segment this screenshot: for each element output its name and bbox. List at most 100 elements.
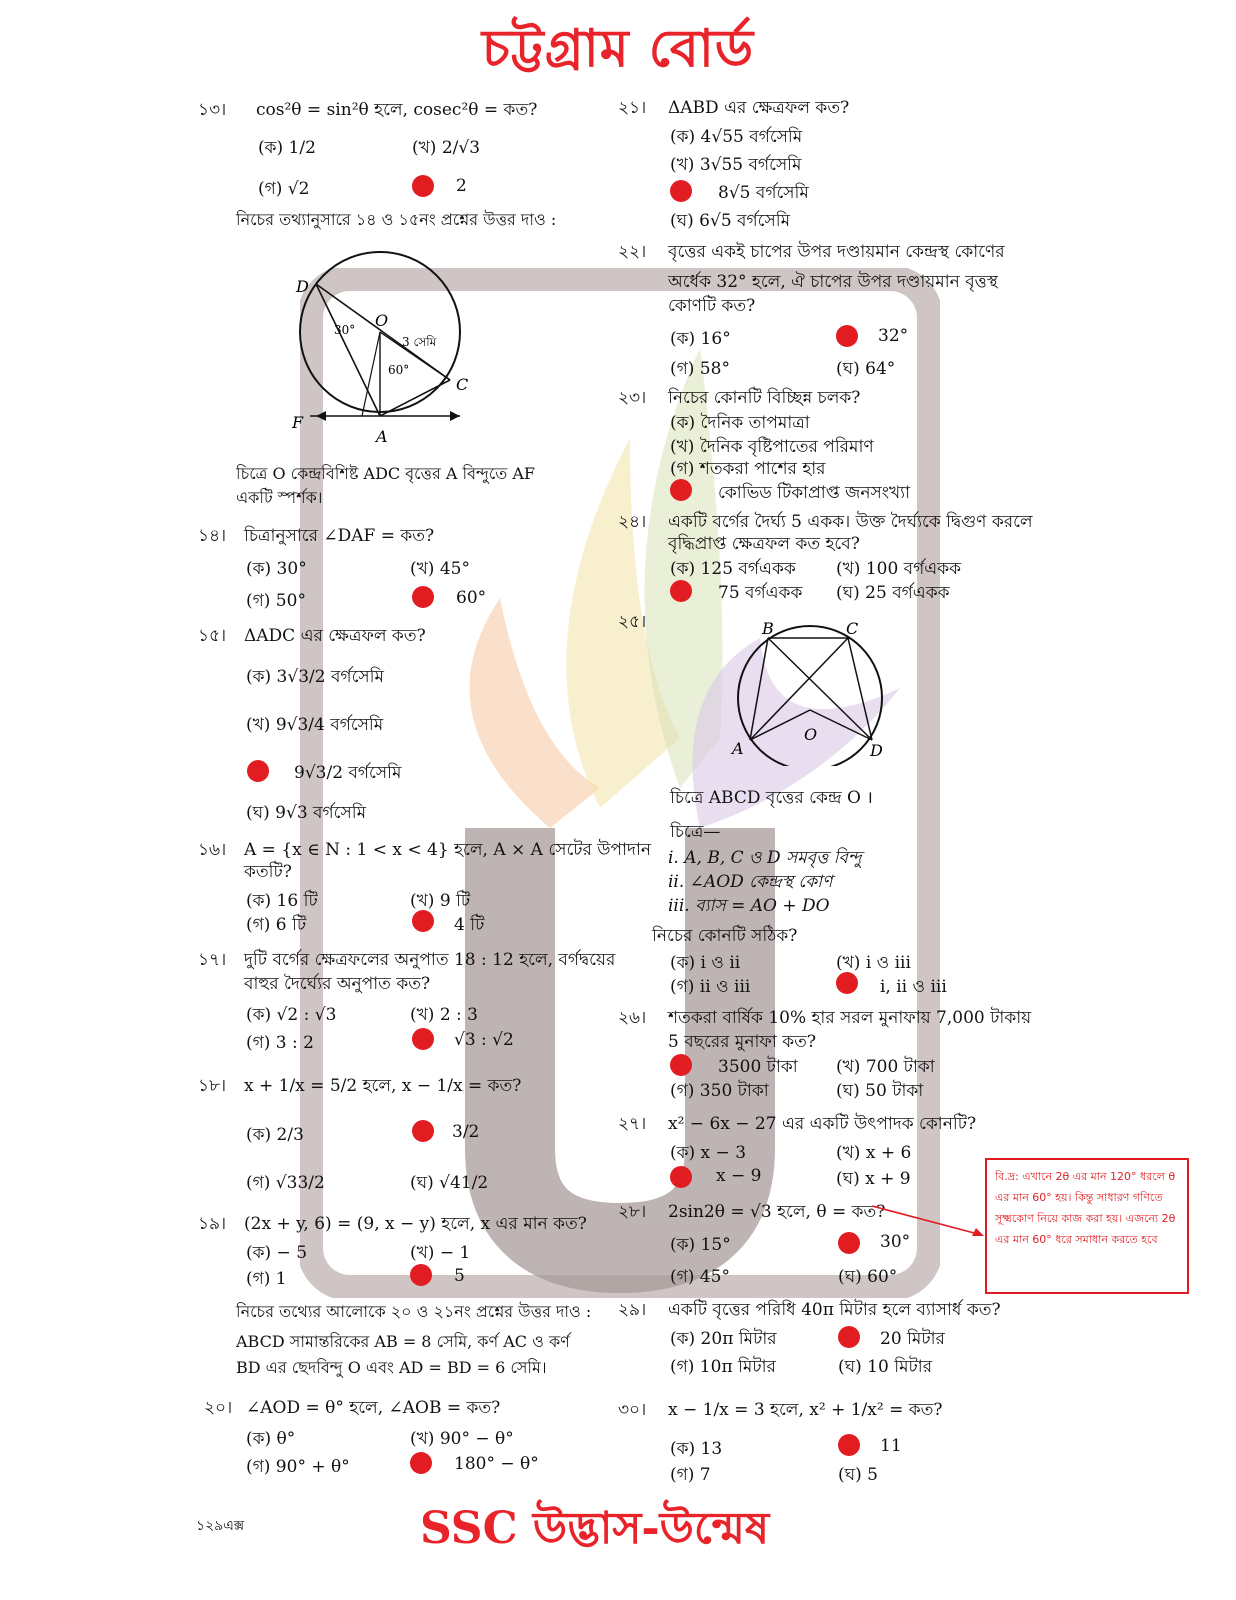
q26-option-a: 3500 টাকা (718, 1057, 798, 1077)
q30-text: x − 1/x = 3 হলে, x² + 1/x² = কত? (668, 1400, 943, 1420)
q26-option-c: (গ) 350 টাকা (670, 1081, 769, 1101)
q20-number: ২০। (204, 1398, 233, 1418)
q18-option-b: 3/2 (452, 1122, 480, 1142)
answer-marker (412, 1028, 434, 1050)
q21-option-a: (ক) 4√55 বর্গসেমি (670, 127, 803, 147)
q20-option-b: (খ) 90° − θ° (410, 1429, 514, 1449)
q30-option-a: (ক) 13 (670, 1439, 723, 1459)
q25-number: ২৫। (618, 612, 647, 632)
q25-caption: চিত্রে ABCD বৃত্তের কেন্দ্র O । (670, 788, 873, 808)
q14-number: ১৪। (198, 526, 227, 546)
q13-number: ১৩। (198, 100, 227, 120)
q29-text: একটি বৃত্তের পরিধি 40π মিটার হলে ব্যাসার… (668, 1300, 1001, 1320)
q17-text: দুটি বর্গের ক্ষেত্রফলের অনুপাত 18 : 12 হ… (244, 950, 616, 970)
q13-option-c: (গ) √2 (258, 179, 310, 199)
label-o: O (375, 311, 388, 330)
q25-option-c: (গ) ii ও iii (670, 977, 751, 997)
footer-brand: SSC উদ্ভাস-উন্মেষ (420, 1503, 770, 1554)
q26-text-line2: 5 বছরের মুনাফা কত? (668, 1032, 816, 1052)
q19-number: ১৯। (198, 1214, 227, 1234)
label-a: A (374, 427, 388, 446)
q13-option-b: (খ) 2/√3 (412, 138, 481, 158)
q17-option-b: (খ) 2 : 3 (410, 1005, 478, 1025)
q18-text: x + 1/x = 5/2 হলে, x − 1/x = কত? (244, 1076, 522, 1096)
answer-marker (670, 180, 692, 202)
q28-option-b: 30° (880, 1232, 911, 1252)
q24-option-b: (খ) 100 বর্গএকক (836, 559, 962, 579)
q14-text: চিত্রানুসারে ∠DAF = কত? (244, 526, 435, 546)
q18-number: ১৮। (198, 1076, 227, 1096)
q29-option-c: (গ) 10π মিটার (670, 1357, 776, 1377)
instruction-14-15: নিচের তথ্যানুসারে ১৪ ও ১৫নং প্রশ্নের উত্… (236, 210, 557, 229)
q19-option-a: (ক) − 5 (246, 1243, 308, 1263)
circle-figure-abcd: B C A D O (730, 619, 883, 766)
remark-box: বি.দ্র: এখানে 2θ এর মান 120° ধরলে θ এর ম… (985, 1158, 1189, 1294)
q27-number: ২৭। (618, 1114, 647, 1134)
answer-marker (670, 479, 692, 501)
instruction-20-21-line3: BD এর ছেদবিন্দু O এবং AD = BD = 6 সেমি। (236, 1358, 547, 1377)
q27-text: x² − 6x − 27 এর একটি উৎপাদক কোনটি? (668, 1114, 977, 1134)
page-title: চট্টগ্রাম বোর্ড (481, 19, 755, 79)
q28-number: ২৮। (618, 1202, 647, 1222)
q25-option-a: (ক) i ও ii (670, 953, 741, 973)
q27-option-b: (খ) x + 6 (836, 1143, 912, 1163)
q30-option-d: (ঘ) 5 (838, 1465, 878, 1485)
q16-text: A = {x ∈ N : 1 < x < 4} হলে, A × A সেটের… (244, 840, 652, 860)
q19-text: (2x + y, 6) = (9, x − y) হলে, x এর মান ক… (244, 1214, 587, 1234)
page-number: ১২৯এক্স (196, 1518, 245, 1534)
q23-option-b: (খ) দৈনিক বৃষ্টিপাতের পরিমাণ (670, 437, 874, 457)
q18-option-d: (ঘ) √41/2 (410, 1173, 489, 1193)
q23-option-c: (গ) শতকরা পাশের হার (670, 459, 826, 479)
q25-statement-i: i. A, B, C ও D সমবৃত্ত বিন্দু (668, 848, 862, 868)
answer-marker (838, 1434, 860, 1456)
q24-option-a: (ক) 125 বর্গএকক (670, 559, 796, 579)
q21-option-b: (খ) 3√55 বর্গসেমি (670, 155, 802, 175)
circle-figure-adc: D O C A F 30° 60° 3 সেমি (291, 251, 468, 446)
q15-option-c: 9√3/2 বর্গসেমি (294, 763, 402, 783)
q20-option-c: (গ) 90° + θ° (246, 1457, 350, 1477)
q14-option-b: (খ) 45° (410, 559, 470, 579)
q26-text: শতকরা বার্ষিক 10% হার সরল মুনাফায় 7,000… (668, 1008, 1032, 1028)
q19-option-b: (খ) − 1 (410, 1243, 471, 1263)
q26-option-d: (ঘ) 50 টাকা (836, 1081, 924, 1101)
instruction-20-21-line2: ABCD সামান্তরিকের AB = 8 সেমি, কর্ণ AC ও… (236, 1332, 570, 1351)
q29-option-a: (ক) 20π মিটার (670, 1329, 777, 1349)
q20-text: ∠AOD = θ° হলে, ∠AOB = কত? (246, 1398, 501, 1418)
q27-option-c: x − 9 (716, 1166, 762, 1186)
q26-option-b: (খ) 700 টাকা (836, 1057, 935, 1077)
q15-text: ΔADC এর ক্ষেত্রফল কত? (244, 626, 426, 646)
q29-option-d: (ঘ) 10 মিটার (838, 1357, 933, 1377)
q22-option-c: (গ) 58° (670, 359, 730, 379)
q14-option-a: (ক) 30° (246, 559, 307, 579)
q20-option-a: (ক) θ° (246, 1429, 296, 1449)
label-c: C (456, 375, 468, 394)
q16-option-d: 4 টি (454, 915, 485, 935)
q25-option-d: i, ii ও iii (880, 977, 947, 997)
q20-option-d: 180° − θ° (454, 1454, 539, 1474)
q22-text-line3: কোণটি কত? (668, 296, 756, 316)
q15-option-a: (ক) 3√3/2 বর্গসেমি (246, 667, 384, 687)
q24-number: ২৪। (618, 512, 647, 532)
q29-option-b: 20 মিটার (880, 1329, 945, 1349)
q25-statement-ii: ii. ∠AOD কেন্দ্রস্থ কোণ (668, 872, 833, 892)
label-o: O (804, 725, 817, 744)
answer-marker (836, 972, 858, 994)
q15-option-d: (ঘ) 9√3 বর্গসেমি (246, 803, 367, 823)
q17-text-line2: বাহুর দৈর্ঘ্যের অনুপাত কত? (244, 974, 431, 994)
q22-option-d: (ঘ) 64° (836, 359, 896, 379)
q29-number: ২৯। (618, 1300, 647, 1320)
q22-option-b: 32° (878, 326, 909, 346)
q13-option-d: 2 (456, 176, 467, 196)
q28-text: 2sin2θ = √3 হলে, θ = কত? (668, 1202, 886, 1222)
q28-option-d: (ঘ) 60° (838, 1267, 898, 1287)
q26-number: ২৬। (618, 1008, 647, 1028)
answer-marker (410, 1452, 432, 1474)
answer-marker (412, 910, 434, 932)
instruction-20-21: নিচের তথ্যের আলোকে ২০ ও ২১নং প্রশ্নের উত… (236, 1302, 592, 1321)
q19-option-c: (গ) 1 (246, 1269, 287, 1289)
answer-marker (670, 1166, 692, 1188)
q16-text-line2: কতটি? (244, 862, 292, 882)
q17-option-a: (ক) √2 : √3 (246, 1005, 337, 1025)
answer-marker (247, 760, 269, 782)
q23-option-d: কোভিড টিকাপ্রাপ্ত জনসংখ্যা (718, 483, 911, 503)
